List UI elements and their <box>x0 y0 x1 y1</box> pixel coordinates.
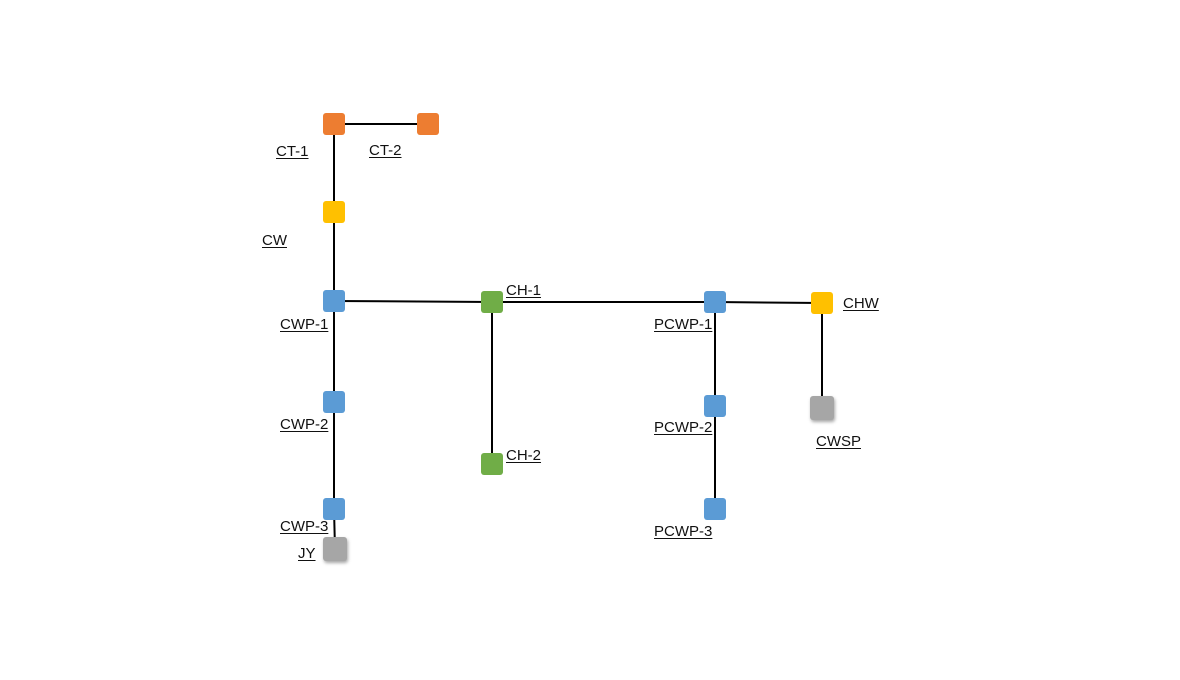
node-ct-1[interactable] <box>323 113 345 135</box>
connector-pcwp-1-chw <box>714 301 823 304</box>
node-label-cwp-1: CWP-1 <box>280 316 329 333</box>
node-label-cwsp: CWSP <box>816 433 861 450</box>
node-cwp-1[interactable] <box>323 290 345 312</box>
node-cw[interactable] <box>323 201 345 223</box>
node-chw[interactable] <box>811 292 833 314</box>
node-label-ct-1: CT-1 <box>276 143 309 160</box>
node-label-ct-2: CT-2 <box>369 142 402 159</box>
node-label-pcwp-2: PCWP-2 <box>654 419 713 436</box>
node-label-ch-2: CH-2 <box>506 447 542 464</box>
node-label-cwp-2: CWP-2 <box>280 416 329 433</box>
node-label-cw: CW <box>262 232 287 249</box>
node-pcwp-2[interactable] <box>704 395 726 417</box>
node-label-pcwp-3: PCWP-3 <box>654 523 713 540</box>
node-ct-2[interactable] <box>417 113 439 135</box>
node-pcwp-3[interactable] <box>704 498 726 520</box>
node-label-pcwp-1: PCWP-1 <box>654 316 713 333</box>
node-jy[interactable] <box>323 537 347 561</box>
node-cwp-3[interactable] <box>323 498 345 520</box>
node-label-cwp-3: CWP-3 <box>280 518 329 535</box>
node-label-ch-1: CH-1 <box>506 282 542 299</box>
node-pcwp-1[interactable] <box>704 291 726 313</box>
node-label-chw: CHW <box>843 295 879 312</box>
node-ch-1[interactable] <box>481 291 503 313</box>
node-cwp-2[interactable] <box>323 391 345 413</box>
node-ch-2[interactable] <box>481 453 503 475</box>
node-cwsp[interactable] <box>810 396 834 420</box>
connector-cwp-1-ch-1 <box>333 300 493 303</box>
node-label-jy: JY <box>298 545 316 562</box>
